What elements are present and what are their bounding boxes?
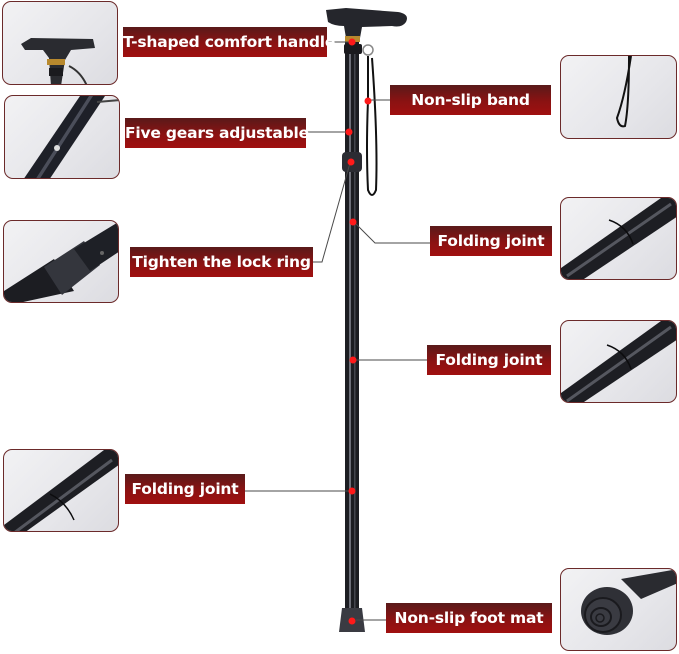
label-non-slip-foot-mat: Non-slip foot mat (386, 603, 552, 633)
folding-joint-closeup-image-2 (560, 320, 677, 403)
label-folding-joint-2: Folding joint (427, 345, 551, 375)
handle-closeup-image (2, 1, 118, 85)
label-non-slip-band: Non-slip band (390, 85, 551, 115)
folding-joint-closeup-image-1 (560, 197, 677, 280)
folding-joint-closeup-image-left (3, 449, 119, 532)
label-folding-joint-3: Folding joint (125, 474, 245, 504)
rubber-tip-closeup-image (560, 568, 677, 651)
lock-ring-closeup-image (3, 220, 119, 303)
label-tighten-lock-ring: Tighten the lock ring (130, 247, 313, 277)
wrist-strap-closeup-image (560, 55, 677, 139)
label-five-gears-adjustable: Five gears adjustable (125, 118, 309, 148)
label-folding-joint-1: Folding joint (430, 226, 552, 256)
adjust-button-closeup-image (4, 95, 120, 179)
label-t-shaped-handle: T-shaped comfort handle (123, 27, 335, 57)
